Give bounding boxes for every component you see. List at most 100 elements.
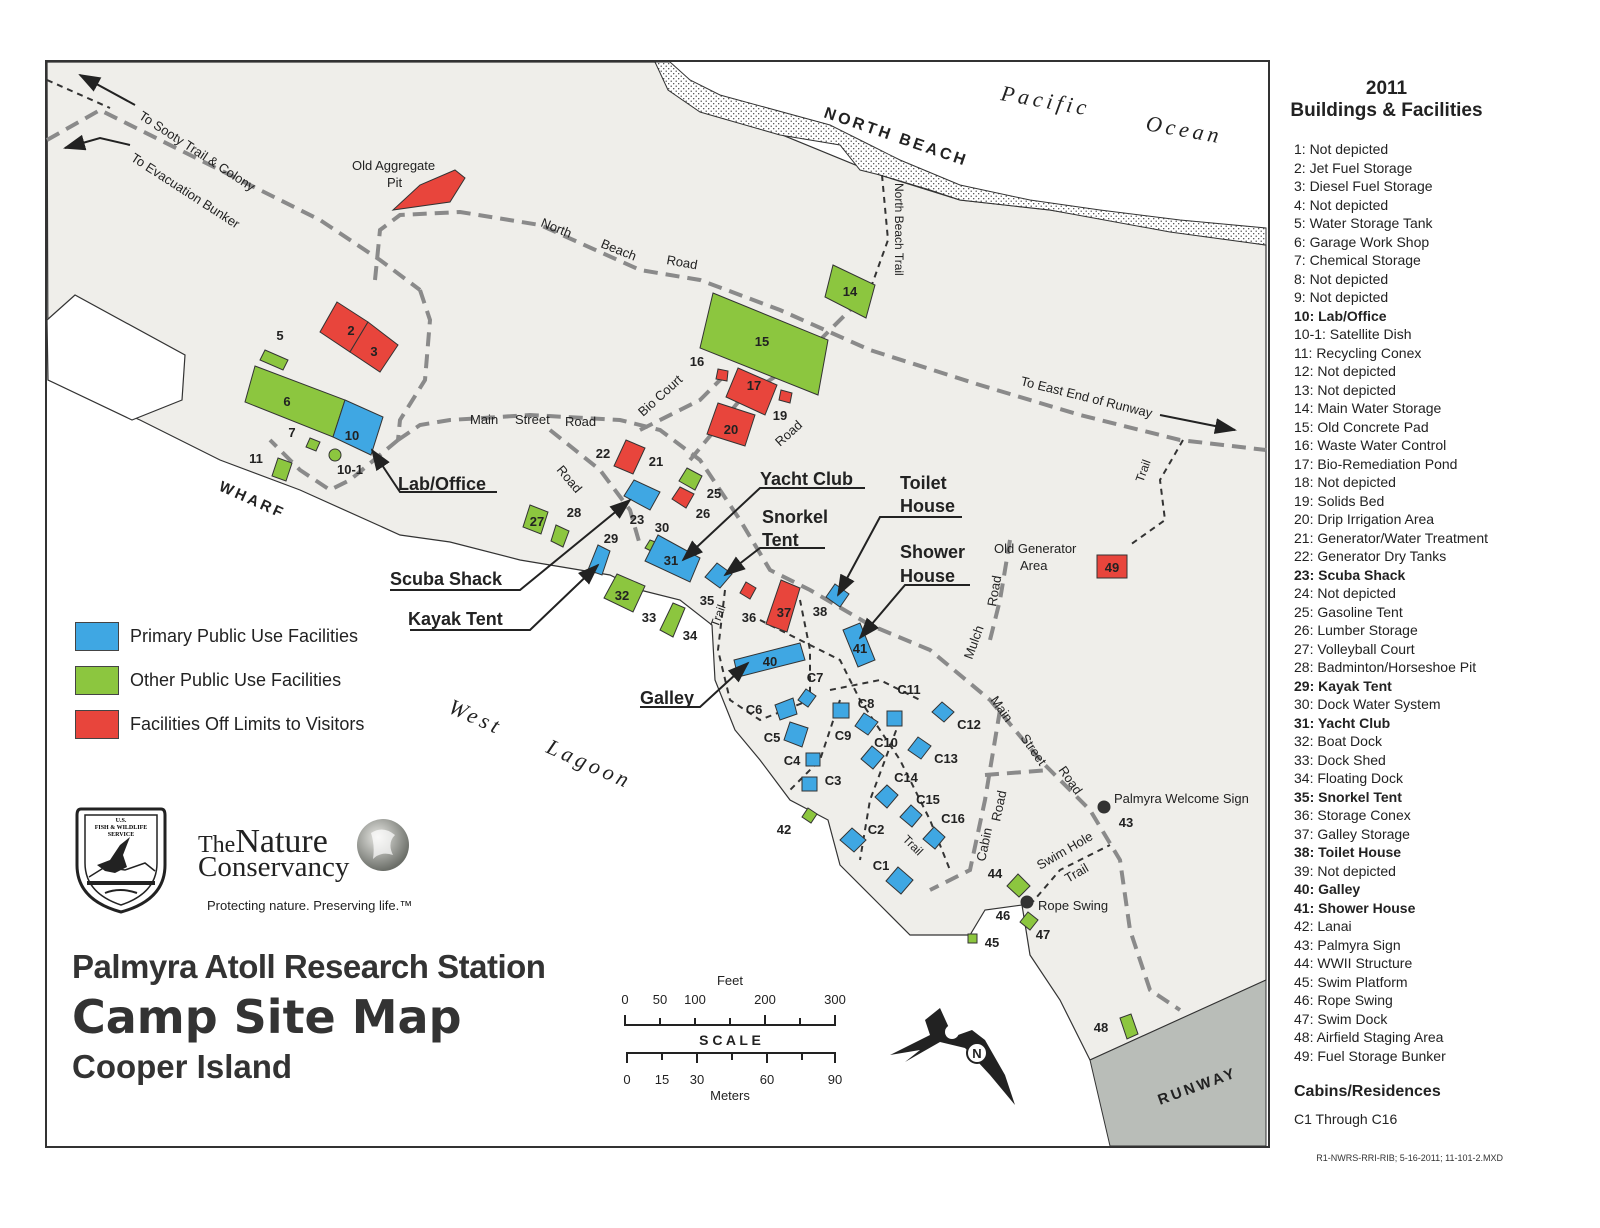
svg-text:Road: Road — [665, 252, 698, 272]
cabin-c5[interactable] — [783, 721, 809, 748]
cabin-c7[interactable] — [797, 688, 817, 708]
svg-text:Shower: Shower — [900, 542, 965, 562]
cabin-c6[interactable] — [774, 697, 798, 721]
svg-text:C10: C10 — [874, 735, 898, 750]
marker-43[interactable] — [1097, 800, 1111, 814]
cabin-c8[interactable] — [832, 702, 850, 719]
svg-text:C8: C8 — [858, 696, 875, 711]
facility-list-item: 3: Diesel Fuel Storage — [1294, 178, 1433, 194]
building-23[interactable] — [623, 479, 661, 511]
svg-text:22: 22 — [596, 446, 610, 461]
building-42[interactable] — [801, 807, 818, 824]
cabin-c13[interactable] — [907, 736, 932, 760]
facility-list-item: 31: Yacht Club — [1294, 714, 1391, 731]
svg-text:Area: Area — [1020, 558, 1048, 573]
facility-list-item: 47: Swim Dock — [1294, 1010, 1388, 1027]
usfws-shield-icon: U.S. FISH & WILDLIFE SERVICE — [75, 807, 167, 914]
building-27[interactable] — [522, 504, 549, 535]
building-25[interactable] — [678, 467, 703, 491]
facility-list-item: 5: Water Storage Tank — [1294, 215, 1433, 231]
island-title: Cooper Island — [72, 1048, 293, 1085]
svg-text:35: 35 — [700, 593, 714, 608]
building-17[interactable] — [725, 367, 778, 416]
svg-text:C5: C5 — [764, 730, 781, 745]
svg-text:Road: Road — [984, 574, 1004, 607]
building-49[interactable] — [1096, 554, 1128, 579]
marker-46[interactable] — [1020, 895, 1034, 909]
building-11[interactable] — [271, 457, 293, 482]
building-37[interactable] — [765, 579, 801, 633]
cabin-c16[interactable] — [922, 826, 946, 850]
camp-site-map: 2 3 5 6 10 7 10-1 11 14 15 16 17 19 20 2… — [46, 61, 1267, 1147]
direction-arrows — [63, 74, 1237, 434]
cabin-c10[interactable] — [860, 745, 885, 770]
svg-text:44: 44 — [988, 866, 1003, 881]
svg-text:C9: C9 — [835, 728, 852, 743]
svg-text:16: 16 — [690, 354, 704, 369]
building-36[interactable] — [739, 581, 757, 600]
facility-list-item: 1: Not depicted — [1294, 141, 1389, 157]
building-15[interactable] — [699, 292, 829, 396]
svg-text:10: 10 — [345, 428, 359, 443]
legend-swatch-primary — [75, 622, 119, 651]
building-32[interactable] — [603, 573, 646, 613]
cabin-c12[interactable] — [931, 701, 955, 723]
facility-list-item: 6: Garage Work Shop — [1294, 233, 1430, 250]
building-48[interactable] — [1119, 1013, 1139, 1040]
cabin-c11[interactable] — [886, 710, 903, 727]
building-14[interactable] — [824, 264, 876, 319]
cabin-c15[interactable] — [899, 804, 923, 828]
legend-label-primary: Primary Public Use Facilities — [130, 626, 359, 646]
building-16[interactable] — [715, 368, 729, 382]
facility-list-item: 45: Swim Platform — [1294, 973, 1408, 990]
svg-text:Pit: Pit — [387, 175, 403, 190]
svg-text:33: 33 — [642, 610, 656, 625]
cabin-c9[interactable] — [854, 712, 879, 736]
svg-text:C1: C1 — [873, 858, 890, 873]
svg-text:Feet: Feet — [717, 973, 743, 988]
svg-text:31: 31 — [664, 553, 678, 568]
facility-list-item: 49: Fuel Storage Bunker — [1294, 1047, 1446, 1064]
facility-list-item: 22: Generator Dry Tanks — [1294, 548, 1447, 564]
svg-text:21: 21 — [649, 454, 663, 469]
cabin-c14[interactable] — [874, 784, 899, 809]
building-26[interactable] — [671, 486, 695, 509]
facility-list-item: 25: Gasoline Tent — [1294, 603, 1403, 620]
callout-lines — [370, 448, 970, 708]
tnc-globe-icon — [357, 819, 409, 871]
svg-text:S C A L E: S C A L E — [699, 1032, 761, 1048]
building-5[interactable] — [259, 349, 289, 371]
svg-text:37: 37 — [777, 605, 791, 620]
svg-text:Palmyra Welcome Sign: Palmyra Welcome Sign — [1114, 791, 1249, 806]
svg-text:Cabin: Cabin — [973, 826, 995, 862]
svg-text:90: 90 — [828, 1072, 842, 1087]
building-10-1[interactable] — [328, 448, 342, 462]
building-44[interactable] — [1006, 873, 1031, 898]
building-20[interactable] — [706, 402, 756, 447]
cabin-c1[interactable] — [885, 866, 914, 895]
svg-text:WHARF: WHARF — [216, 478, 288, 522]
building-28[interactable] — [550, 524, 570, 548]
cabin-c2[interactable] — [839, 827, 867, 853]
cabin-c3[interactable] — [801, 776, 818, 792]
facility-list-item: 20: Drip Irrigation Area — [1294, 511, 1435, 527]
building-41[interactable] — [842, 622, 876, 668]
facility-list-item: 37: Galley Storage — [1294, 825, 1410, 842]
legend-label-other: Other Public Use Facilities — [130, 670, 342, 690]
svg-text:50: 50 — [653, 992, 667, 1007]
building-34[interactable] — [659, 602, 686, 638]
facility-list-item: 12: Not depicted — [1294, 363, 1396, 379]
svg-text:20: 20 — [724, 422, 738, 437]
svg-text:300: 300 — [824, 992, 846, 1007]
building-45[interactable] — [967, 933, 978, 944]
building-21-22[interactable] — [613, 439, 646, 475]
cabin-c4[interactable] — [805, 752, 821, 767]
building-3[interactable] — [349, 321, 399, 373]
list-heading: Buildings & Facilities — [1290, 100, 1483, 121]
facility-list-item: 13: Not depicted — [1294, 381, 1396, 398]
building-7[interactable] — [305, 437, 321, 452]
building-19[interactable] — [778, 389, 793, 404]
facility-list-item: 26: Lumber Storage — [1294, 622, 1418, 638]
building-47[interactable] — [1019, 911, 1039, 931]
callouts: Lab/Office Yacht Club Toilet House Snork… — [390, 469, 965, 708]
